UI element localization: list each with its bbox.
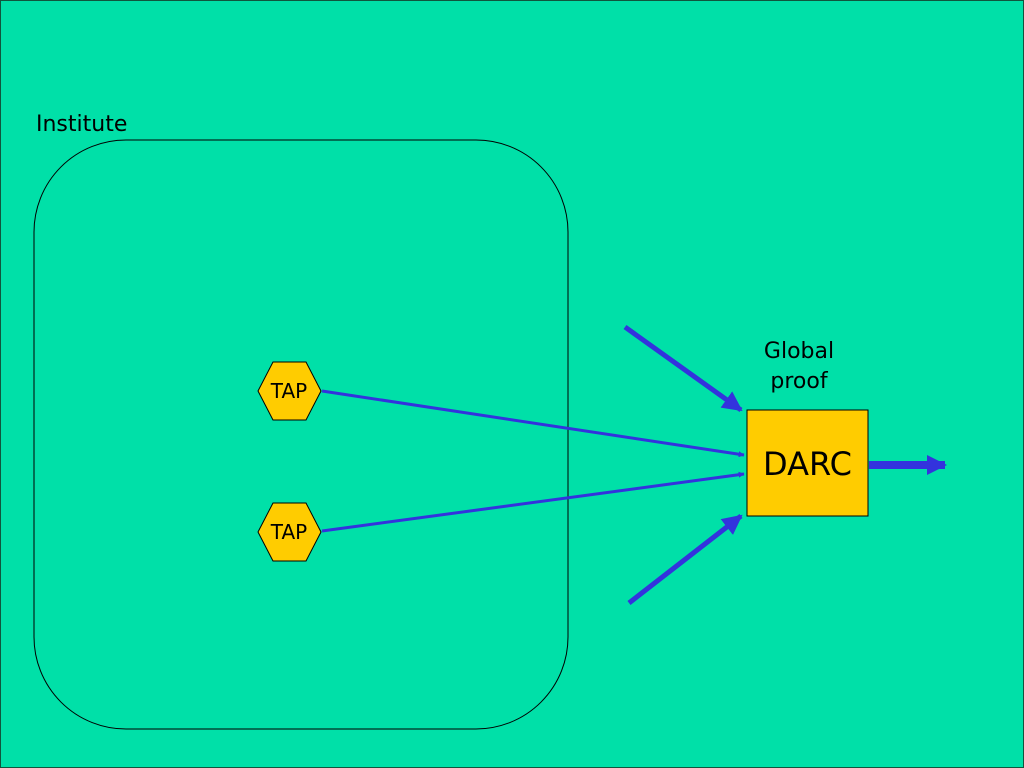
global-proof-label: Global proof xyxy=(763,339,835,394)
tap-to-darc-arrow-1 xyxy=(321,389,745,458)
tap-node-2 xyxy=(257,502,322,562)
darc-box xyxy=(746,409,869,517)
tap-to-darc-arrow-2 xyxy=(321,471,745,533)
incoming-arrow-top xyxy=(623,324,743,413)
darc-label: DARC xyxy=(763,445,852,483)
institute-boundary xyxy=(33,139,569,730)
tap-label-1: TAP xyxy=(270,379,308,403)
tap-label-2: TAP xyxy=(270,520,308,544)
tap-node-1 xyxy=(257,361,322,421)
institute-label: Institute xyxy=(36,112,128,137)
incoming-arrow-bottom xyxy=(627,514,743,605)
